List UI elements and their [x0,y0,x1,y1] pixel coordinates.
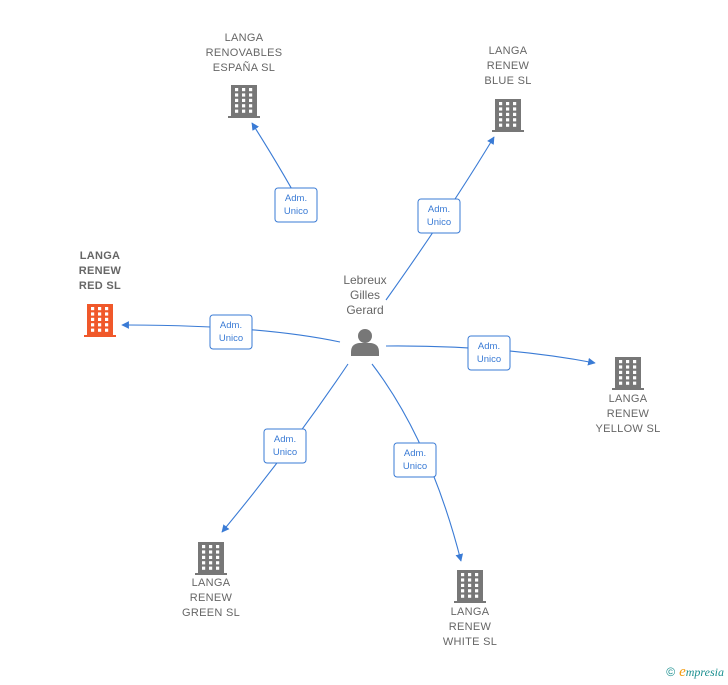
role-text: Unico [273,447,297,458]
company-name-line: RENOVABLES [206,47,283,59]
role-text: Unico [403,461,427,472]
role-text: Unico [427,217,451,228]
building-icon [454,570,486,603]
building-icon [195,542,227,575]
company-name-line: ESPAÑA SL [213,61,275,74]
company-node-green[interactable]: LANGA RENEW GREEN SL [182,542,240,619]
company-name-line: LANGA [451,606,490,618]
nodes-layer: LebreuxGillesGerardLANGARENOVABLESESPAÑA… [79,32,660,648]
brand-initial: e [679,664,686,680]
copyright-symbol: © [666,665,676,679]
company-node-blue[interactable]: LANGA RENEW BLUE SL [484,45,531,132]
role-text: Adm. [220,320,242,331]
company-name-line: GREEN SL [182,607,240,619]
company-name-line: WHITE SL [443,636,497,648]
company-name-line: RED SL [79,280,121,292]
role-label[interactable]: Adm. Unico [417,198,461,234]
company-name-line: RENEW [449,621,492,633]
role-text: Adm. [404,448,426,459]
role-label[interactable]: Adm. Unico [393,442,437,478]
person-icon [351,329,379,356]
role-text: Unico [477,354,501,365]
company-name-line: LANGA [609,393,648,405]
company-name-line: YELLOW SL [595,423,660,435]
role-text: Unico [284,206,308,217]
building-icon [84,304,116,337]
role-label[interactable]: Adm. Unico [467,335,511,371]
company-node-yellow[interactable]: LANGA RENEW YELLOW SL [595,357,660,435]
role-text: Adm. [428,204,450,215]
company-name-line: LANGA [225,32,264,44]
company-name-line: RENEW [607,408,650,420]
company-node-renovables-espana[interactable]: LANGA RENOVABLES ESPAÑA SL [206,32,283,118]
company-name-line: LANGA [489,45,528,57]
building-icon [228,85,260,118]
role-label[interactable]: Adm. Unico [209,314,253,350]
company-name-line: LANGA [192,577,231,589]
person-name-line: Gerard [346,303,383,317]
company-name-line: LANGA [80,250,121,262]
brand-footer[interactable]: ©empresia [666,664,724,681]
role-text: Adm. [285,193,307,204]
role-text: Unico [219,333,243,344]
company-node-white[interactable]: LANGA RENEW WHITE SL [443,570,497,648]
person-name-line: Lebreux [343,273,386,287]
company-name-line: BLUE SL [484,75,531,87]
role-label[interactable]: Adm. Unico [274,187,318,223]
company-node-red[interactable]: LANGA RENEW RED SL [79,250,122,337]
company-name-line: RENEW [190,592,233,604]
company-name-line: RENEW [487,60,530,72]
role-text: Adm. [478,341,500,352]
building-icon [492,99,524,132]
person-name-line: Gilles [350,288,380,302]
company-name-line: RENEW [79,265,122,277]
role-label[interactable]: Adm. Unico [263,428,307,464]
role-text: Adm. [274,434,296,445]
brand-name: mpresia [685,665,724,679]
building-icon [612,357,644,390]
